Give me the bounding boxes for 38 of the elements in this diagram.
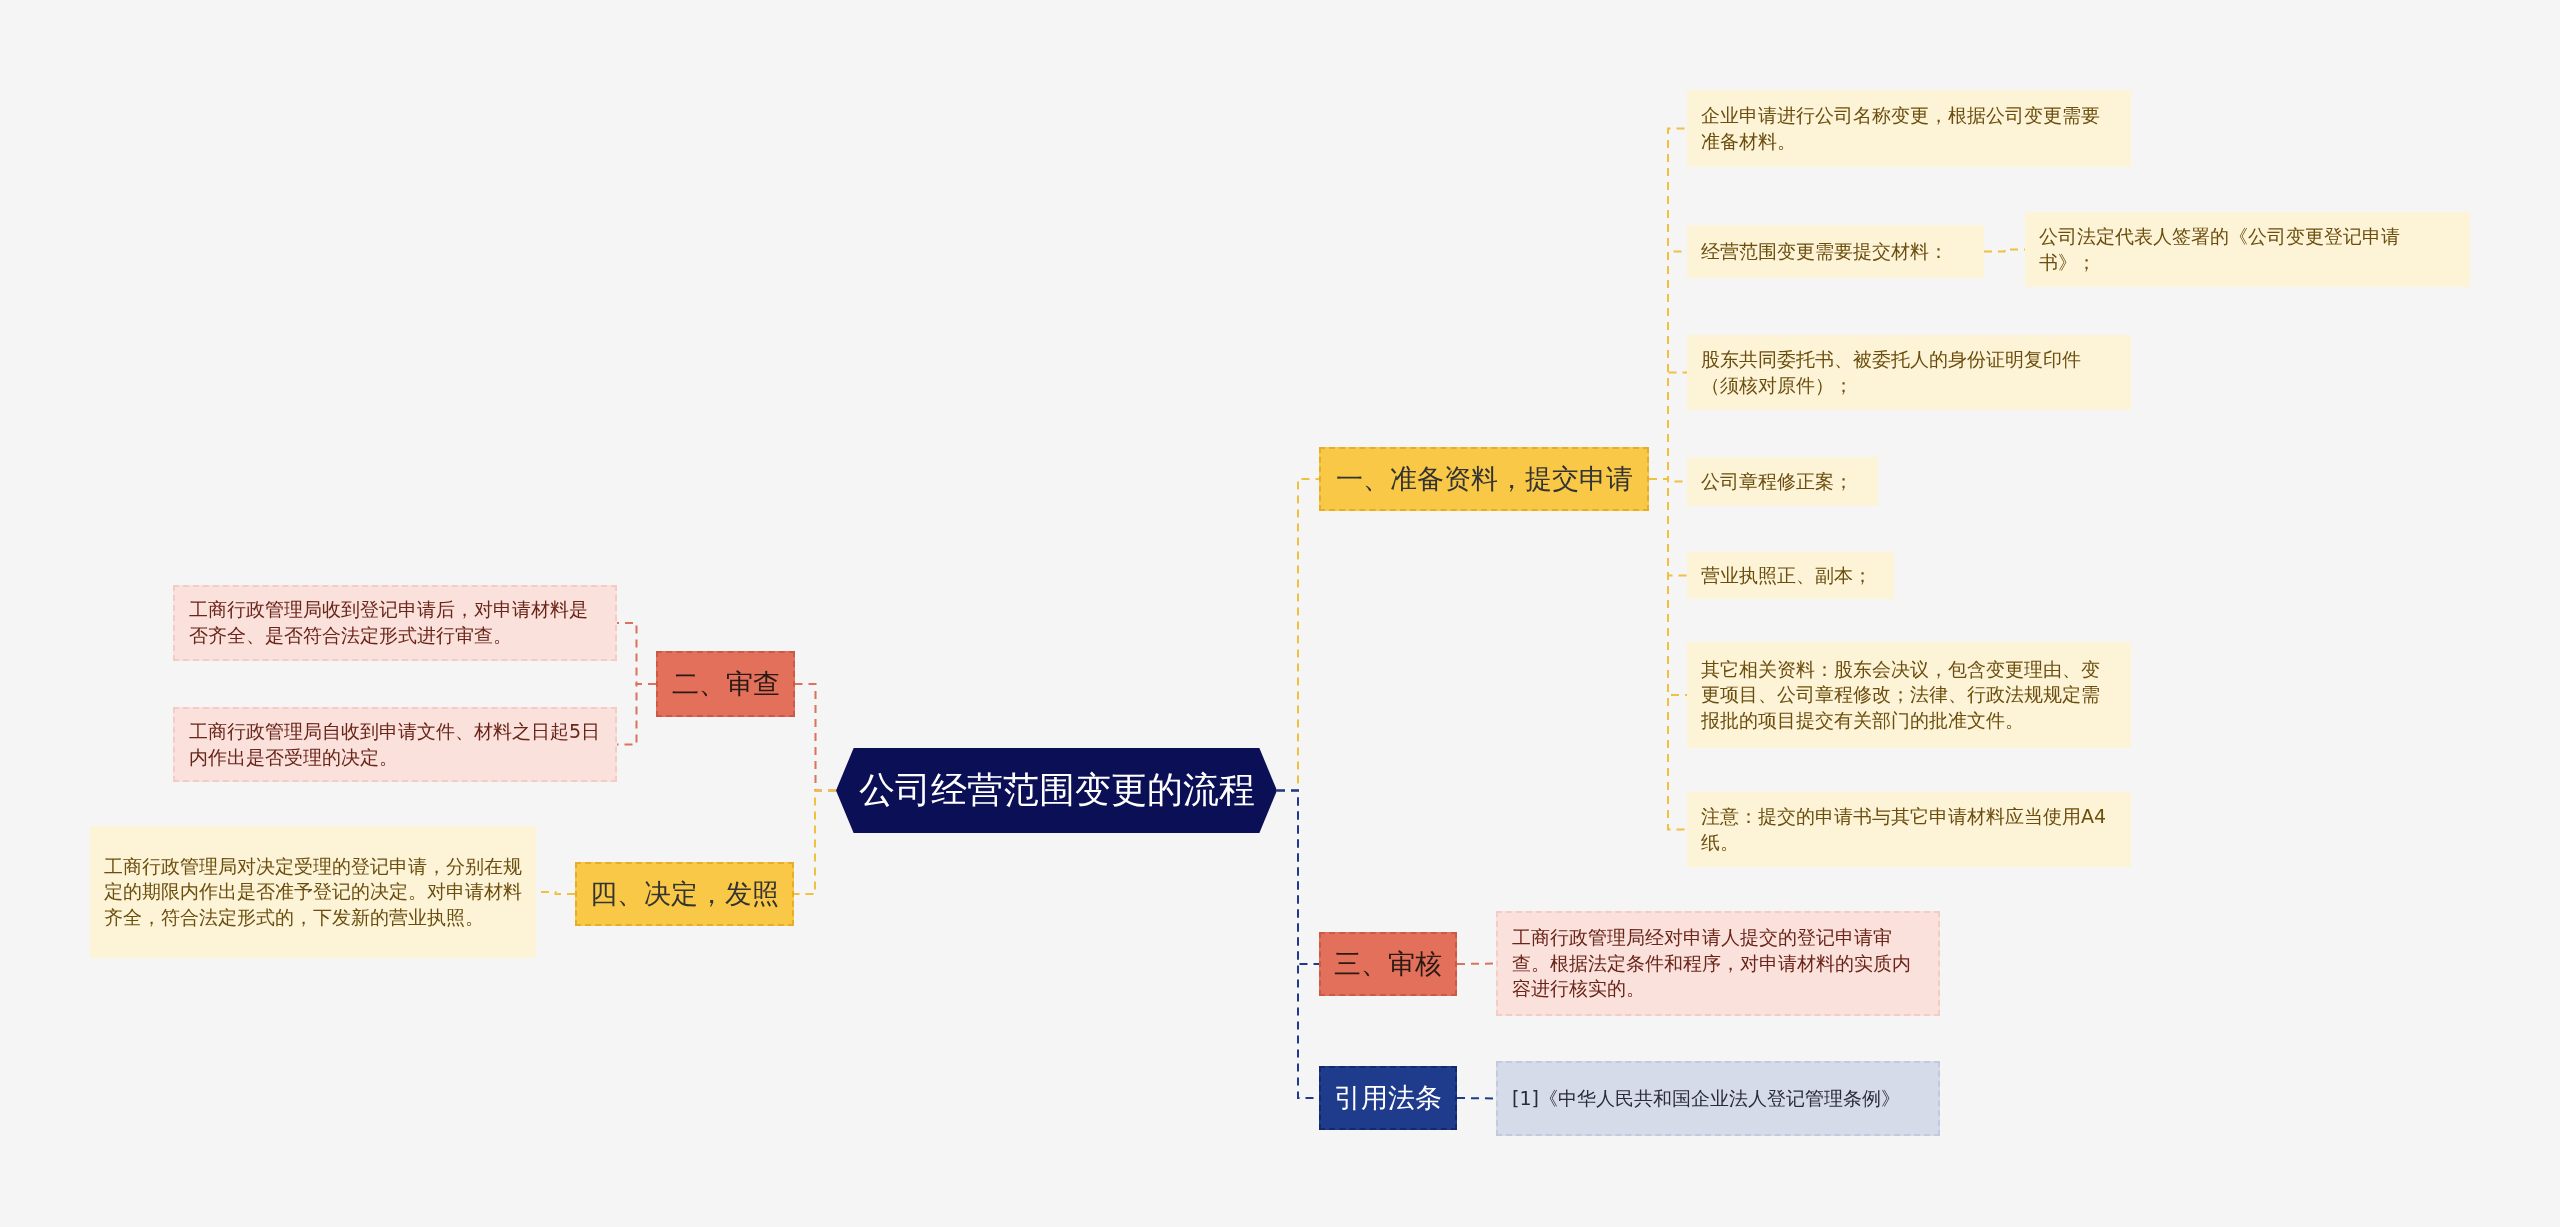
note-box (90, 826, 536, 958)
note-box (1496, 911, 1940, 1016)
note-box (1687, 792, 2131, 867)
note-box (1687, 642, 2131, 748)
node-text: 营业执照正、副本； (1701, 562, 1872, 588)
node-text: 公司法定代表人签署的《公司变更登记申请书》； (2039, 223, 2401, 275)
node-text: 工商行政管理局经对申请人提交的登记申请审查。根据法定条件和程序，对申请材料的实质内容进行核实的。 (1512, 925, 1912, 1002)
note-box (1687, 335, 2131, 410)
node-text: 股东共同委托书、被委托人的身份证明复印件（须核对原件）； (1701, 346, 2082, 398)
node-text: 三、审核 (1334, 946, 1442, 981)
note-box (2025, 212, 2470, 287)
node-text: 二、审查 (671, 666, 780, 701)
note-box (173, 585, 617, 661)
note-box (1496, 1061, 1940, 1136)
topic-box (656, 651, 795, 717)
node-text: 工商行政管理局对决定受理的登记申请，分别在规定的期限内作出是否准予登记的决定。对申请材料齐全，符合法定形式的，下发新的营业执照。 (104, 853, 522, 930)
topic-box (575, 862, 794, 926)
node-text: 一、准备资料，提交申请 (1335, 461, 1633, 496)
node-text: 引用法条 (1334, 1080, 1442, 1115)
node-text: 工商行政管理局收到登记申请后，对申请材料是否齐全、是否符合法定形式进行审查。 (189, 597, 589, 648)
node-text: 注意：提交的申请书与其它申请材料应当使用A4纸。 (1701, 803, 2108, 855)
note-box (1687, 457, 1878, 506)
node-text: 其它相关资料：股东会决议，包含变更理由、变更项目、公司章程修改；法律、行政法规规定需报批的项目提交有关部门的批准文件。 (1701, 656, 2101, 733)
note-box (1687, 90, 2131, 167)
note-box (173, 707, 617, 782)
node-text: [1]《中华人民共和国企业法人登记管理条例》 (1512, 1085, 1900, 1111)
node-text: 经营范围变更需要提交材料： (1701, 238, 1948, 264)
node-text: 工商行政管理局自收到申请文件、材料之日起5日内作出是否受理的决定。 (189, 718, 601, 770)
node-text: 四、决定，发照 (590, 876, 779, 911)
topic-box (1319, 932, 1457, 996)
connector-line (793, 789, 837, 895)
node-text: 公司章程修正案； (1701, 468, 1853, 494)
topic-box (1319, 1066, 1457, 1130)
topic-box (1319, 447, 1649, 511)
node-text: 企业申请进行公司名称变更，根据公司变更需要准备材料。 (1701, 102, 2101, 154)
note-box (1687, 552, 1894, 599)
note-box (1687, 225, 1984, 278)
node-text: 公司经营范围变更的流程 (858, 768, 1255, 813)
